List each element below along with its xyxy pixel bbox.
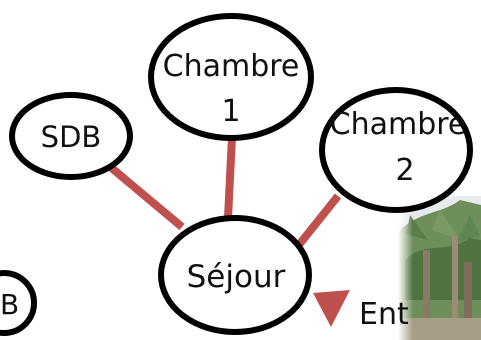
node-sejour[interactable]: Séjour [158, 215, 312, 335]
node-chambre-2-line2: 2 [395, 153, 414, 188]
edge-chambre2-sejour [294, 193, 342, 249]
entry-marker: Ent [313, 290, 409, 332]
node-partial-left[interactable]: B [0, 270, 37, 336]
node-partial-left-label: B [0, 288, 19, 321]
node-chambre-2[interactable]: Chambre 2 [319, 87, 473, 213]
entry-triangle-icon [313, 290, 350, 327]
entry-label: Ent [359, 297, 409, 332]
node-chambre-1[interactable]: Chambre 1 [148, 13, 314, 141]
edge-chambre1-sejour [224, 136, 236, 219]
node-sejour-label: Séjour [187, 259, 286, 295]
node-sdb[interactable]: SDB [9, 92, 133, 180]
node-sdb-label: SDB [41, 120, 102, 154]
palm-tree-photo [398, 196, 481, 340]
node-chambre-2-line1: Chambre [330, 107, 467, 142]
node-chambre-1-line1: Chambre [163, 49, 300, 84]
edge-sdb-sejour [105, 161, 185, 231]
connection-lines [105, 136, 342, 249]
node-chambre-1-line2: 1 [221, 94, 240, 129]
